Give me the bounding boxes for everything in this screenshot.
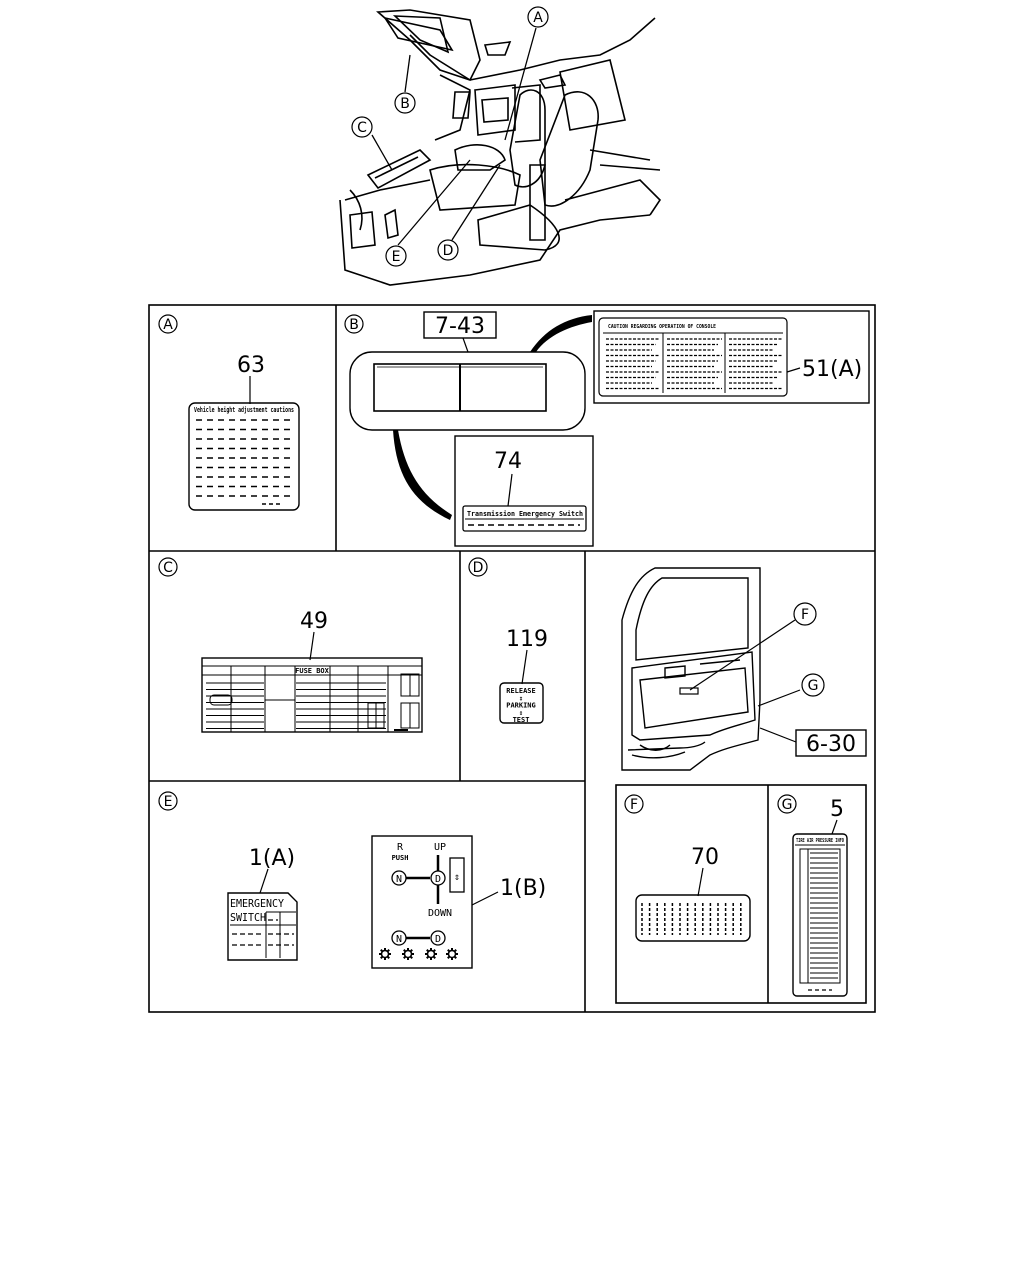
- gear-icons: [379, 948, 458, 960]
- overview-callouts: [371, 27, 537, 246]
- overview-callout-e: E: [385, 245, 407, 267]
- part-number-63: 63: [237, 353, 265, 378]
- panel-grid: [148, 304, 876, 1013]
- selector-push: PUSH: [392, 854, 409, 862]
- part-number-49: 49: [300, 609, 328, 634]
- gear-icon: [425, 948, 437, 960]
- parking-brake-label-line: RELEASE: [506, 687, 536, 695]
- svg-text:⇕: ⇕: [454, 872, 460, 883]
- parking-brake-label-line: ⇕: [519, 694, 523, 702]
- selector-down: DOWN: [428, 908, 452, 919]
- svg-text:D: D: [435, 934, 441, 945]
- svg-text:B: B: [400, 96, 410, 112]
- callout-f: F: [793, 602, 817, 626]
- part-number-1b: 1(B): [500, 876, 546, 901]
- part-number-70: 70: [691, 845, 719, 870]
- panel-e: E 1(A) EMERGENCY SWITCH R PUSH UP DOWN: [158, 791, 546, 969]
- panel-f: F 70: [624, 794, 751, 942]
- transmission-emergency-switch-title: Transmission Emergency Switch: [467, 510, 583, 518]
- parking-brake-label-text: RELEASE⇕PARKING⇕TEST: [506, 687, 536, 724]
- part-number-119: 119: [506, 627, 548, 652]
- svg-text:G: G: [808, 678, 819, 694]
- svg-text:G: G: [782, 797, 793, 813]
- height-adjustment-label: [188, 402, 300, 511]
- fuse-box-label-title: FUSE BOX: [295, 667, 330, 675]
- part-number-74: 74: [494, 449, 522, 474]
- panel-c-letter: C: [158, 557, 178, 577]
- overhead-console: [349, 351, 586, 431]
- svg-text:A: A: [533, 10, 543, 26]
- door-trim-label: [635, 894, 751, 942]
- cab-interior-illustration: [339, 9, 662, 286]
- svg-text:C: C: [163, 560, 173, 576]
- tire-pressure-label-title: TIRE AIR PRESSURE INFO: [796, 838, 844, 844]
- console-caution-label-title: CAUTION REGARDING OPERATION OF CONSOLE: [608, 324, 716, 330]
- selector-up: UP: [434, 842, 446, 853]
- svg-text:E: E: [164, 794, 173, 810]
- svg-text:N: N: [396, 934, 402, 945]
- overview-callout-d: D: [437, 239, 459, 261]
- svg-text:B: B: [349, 317, 359, 333]
- parking-brake-label-line: ⇕: [519, 709, 523, 717]
- parking-brake-label: [499, 682, 544, 724]
- console-caution-label: [598, 317, 788, 397]
- shift-selector-plate: [371, 835, 473, 969]
- svg-text:C: C: [357, 120, 367, 136]
- panel-g-letter: G: [777, 794, 797, 814]
- gear-icon: [402, 948, 414, 960]
- panel-e-letter: E: [158, 791, 178, 811]
- parking-brake-label-line: PARKING: [506, 702, 536, 710]
- selector-d-button-lower: D: [430, 930, 446, 946]
- svg-text:N: N: [396, 874, 402, 885]
- panel-b: B 7-43 CAUTION REGARDING OPERATION OF CO…: [344, 310, 870, 547]
- panel-g: G 5 TIRE AIR PRESSURE INFO: [777, 794, 848, 997]
- fuse-box-label: [201, 657, 423, 733]
- height-adjustment-label-text: [196, 419, 292, 505]
- panel-d: D 119 RELEASE⇕PARKING⇕TEST: [468, 557, 548, 724]
- selector-d-button: D: [430, 870, 446, 886]
- svg-text:E: E: [392, 249, 401, 265]
- panel-a: A 63 Vehicle height adjustment cautions: [158, 314, 300, 511]
- part-number-5: 5: [830, 797, 844, 822]
- panel-c: C 49 FUSE BOX: [158, 557, 423, 733]
- svg-text:F: F: [801, 607, 809, 623]
- selector-n-button: N: [391, 870, 407, 886]
- gear-icon: [446, 948, 458, 960]
- parking-brake-label-line: TEST: [513, 716, 530, 724]
- svg-text:D: D: [473, 560, 484, 576]
- callout-g: G: [801, 673, 825, 697]
- overview-callout-a: A: [527, 6, 549, 28]
- part-number-6-30: 6-30: [806, 732, 856, 757]
- part-number-7-43: 7-43: [435, 314, 485, 339]
- height-adjustment-label-title: Vehicle height adjustment cautions: [194, 406, 294, 414]
- panel-f-letter: F: [624, 794, 644, 814]
- selector-r: R: [397, 842, 404, 853]
- svg-text:D: D: [443, 243, 454, 259]
- svg-text:F: F: [630, 797, 638, 813]
- transmission-emergency-switch-label: [462, 505, 587, 532]
- panel-a-letter: A: [158, 314, 178, 334]
- overview-callout-c: C: [351, 116, 373, 138]
- part-number-1a: 1(A): [249, 846, 295, 871]
- overview-callout-b: B: [394, 92, 416, 114]
- door-illustration: [621, 567, 761, 771]
- tire-pressure-label: [792, 833, 848, 997]
- emergency-switch-label: [227, 892, 298, 961]
- selector-n-button-lower: N: [391, 930, 407, 946]
- panel-d-letter: D: [468, 557, 488, 577]
- panel-door: F G 6-30: [621, 567, 867, 771]
- svg-text:A: A: [163, 317, 173, 333]
- gear-icon: [379, 948, 391, 960]
- panel-b-letter: B: [344, 314, 364, 334]
- emergency-switch-label-line1: EMERGENCY: [230, 897, 284, 910]
- svg-text:D: D: [435, 874, 441, 885]
- part-number-51a: 51(A): [802, 357, 862, 382]
- emergency-switch-label-line2: SWITCH: [230, 911, 266, 924]
